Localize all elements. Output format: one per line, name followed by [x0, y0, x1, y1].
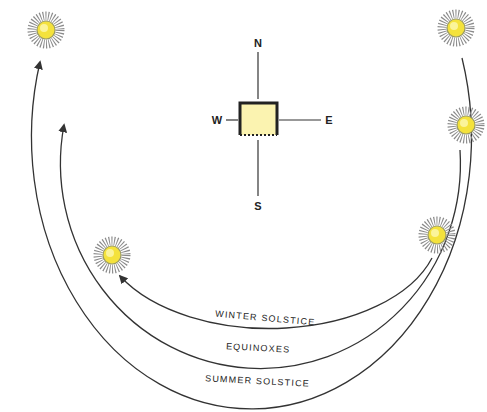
- compass-line: [257, 52, 258, 99]
- house-wall: [240, 103, 277, 135]
- sun-symbol: [98, 241, 126, 269]
- compass-label: W: [212, 115, 222, 126]
- compass-line: [226, 119, 238, 120]
- compass-line: [279, 119, 321, 120]
- compass-line: [257, 140, 258, 196]
- sun-symbol: [423, 221, 451, 249]
- winter-arc: [120, 258, 432, 328]
- compass-label: N: [254, 38, 262, 49]
- arc-label: SUMMER SOLSTICE: [205, 374, 310, 388]
- compass-label: S: [254, 201, 261, 212]
- summer-arc: [31, 58, 471, 409]
- sun-symbol: [452, 111, 480, 139]
- house: [240, 103, 277, 135]
- house-south-windows: [240, 134, 277, 136]
- compass-label: E: [325, 115, 332, 126]
- arc-label: WINTER SOLSTICE: [215, 309, 316, 327]
- arc-label: EQUINOXES: [226, 342, 291, 354]
- sun-symbol: [442, 14, 470, 42]
- equinox-arc: [60, 125, 460, 369]
- sun-symbol: [32, 16, 60, 44]
